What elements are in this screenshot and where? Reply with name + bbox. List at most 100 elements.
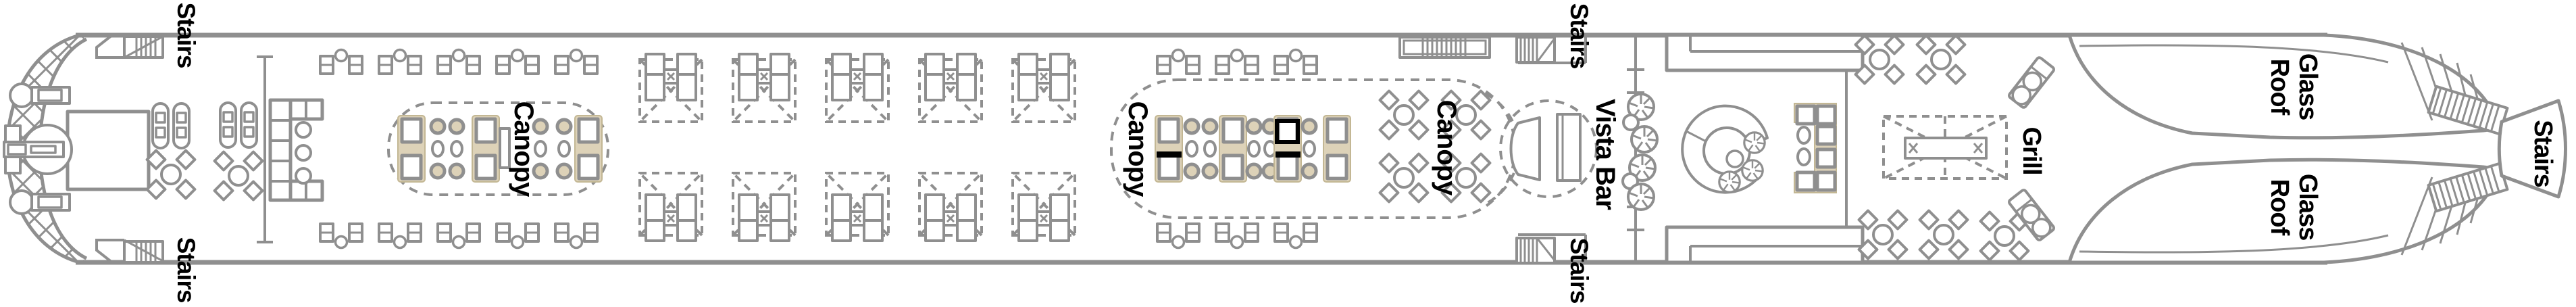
- planter: [1622, 114, 1640, 131]
- label-glass-roof-bottom-1: Glass: [2294, 174, 2322, 241]
- round-table: [1378, 89, 1430, 141]
- label-vista-bar: Vista Bar: [1590, 99, 1620, 210]
- bow-stair-fan: [2497, 99, 2567, 199]
- vista-bar: [1499, 99, 1598, 198]
- table-group: [1273, 48, 1318, 75]
- plant-icon: [1718, 170, 1741, 193]
- label-canopy-1: Canopy: [509, 101, 538, 197]
- table-group: [1156, 48, 1201, 75]
- booth-bench: [1155, 116, 1182, 182]
- canopy-area-1: [387, 101, 609, 196]
- bar-stool: [295, 144, 312, 162]
- round-bar: [1681, 104, 1769, 194]
- label-canopy-3: Canopy: [1432, 100, 1461, 196]
- deck-structures: [1665, 33, 1865, 264]
- lounger-group: [638, 53, 703, 123]
- round-table: [1857, 209, 1909, 260]
- label-stairs-aft-top: Stairs: [172, 3, 200, 68]
- hull-outline: [76, 32, 2327, 265]
- side-table: [499, 127, 511, 169]
- stools: [431, 120, 445, 178]
- label-stairs-aft-bottom: Stairs: [172, 237, 200, 303]
- label-grill: Grill: [2017, 126, 2046, 174]
- table-group: [554, 222, 599, 250]
- label-glass-roof-bottom-2: Roof: [2265, 179, 2294, 236]
- sun-loungers-starboard: [638, 172, 1076, 242]
- label-glass-roof-top-1: Glass: [2294, 53, 2322, 120]
- round-table: [213, 150, 264, 202]
- booth-bench: [1219, 116, 1246, 182]
- plant-icon: [1630, 125, 1659, 154]
- stern-deckhouse: [66, 110, 151, 191]
- lounger-group: [918, 53, 983, 123]
- cafe-tables-port-row: [319, 48, 599, 75]
- round-table: [145, 149, 197, 200]
- seat-marker: [1157, 151, 1182, 158]
- lounger-group: [825, 172, 890, 242]
- label-stairs-bow: Stairs: [2529, 120, 2557, 187]
- stools: [1247, 120, 1261, 178]
- seat-marker: [1275, 119, 1300, 144]
- plant-icon: [1741, 159, 1764, 182]
- stairs-bow: [2427, 85, 2567, 213]
- table-group: [1215, 48, 1259, 75]
- lounger-group: [732, 53, 797, 123]
- table-group: [1156, 222, 1201, 250]
- stairs-mid-bottom: [1515, 233, 1587, 264]
- table-group: [319, 48, 363, 75]
- planter-railing: [1621, 35, 1659, 262]
- stools: [557, 120, 571, 178]
- dining-table: [219, 101, 258, 149]
- labels: Stairs Stairs Canopy Canopy Canopy Stair…: [172, 3, 2557, 304]
- stairs-mid-top: [1398, 35, 1587, 64]
- sun-loungers-port: [638, 53, 1076, 123]
- winch-drum: [9, 82, 34, 108]
- label-stairs-mid-bottom: Stairs: [1565, 238, 1593, 304]
- stool: [1796, 147, 1811, 166]
- label-stairs-mid-top: Stairs: [1565, 3, 1593, 69]
- grill-station: [1882, 115, 2008, 180]
- bar-counter: [1556, 113, 1582, 182]
- booth-bench: [472, 116, 499, 182]
- angled-bench: [2006, 55, 2056, 110]
- glass-roof-starboard: [2067, 158, 2498, 264]
- seat-marker: [1276, 151, 1300, 158]
- round-table: [1378, 152, 1430, 204]
- round-table: [1918, 209, 1969, 260]
- table-group: [378, 48, 422, 75]
- stairs-aft-top: [123, 35, 164, 59]
- table-group: [495, 48, 540, 75]
- stools: [1203, 120, 1217, 178]
- lounger-group: [732, 172, 797, 242]
- table-group: [319, 222, 363, 250]
- lounge-sofa-group: [1794, 103, 1837, 193]
- plant-icon: [1627, 183, 1655, 211]
- stool: [1796, 126, 1811, 145]
- lounger-group: [1011, 172, 1076, 242]
- aft-bar-counter: [257, 55, 324, 243]
- label-canopy-2: Canopy: [1123, 101, 1153, 197]
- booth-bench: [398, 116, 425, 182]
- table-group: [554, 48, 599, 75]
- stern-dining-tables: [145, 101, 264, 202]
- table-group: [436, 48, 481, 75]
- round-table: [1915, 34, 1967, 85]
- glass-roof-port: [2067, 33, 2498, 140]
- stools: [450, 120, 463, 178]
- booth-bench: [575, 116, 602, 182]
- stairs-aft-bottom: [123, 239, 164, 264]
- bar-stool: [295, 121, 312, 139]
- stools: [1303, 120, 1316, 178]
- bar-stool: [295, 167, 312, 185]
- bar-counter: [1509, 116, 1541, 181]
- dining-table: [151, 102, 191, 149]
- lounger-group: [638, 172, 703, 242]
- label-glass-roof-top-2: Roof: [2265, 59, 2294, 116]
- lounger-group: [1011, 53, 1076, 123]
- lounger-group: [825, 53, 890, 123]
- lounger-group: [918, 172, 983, 242]
- plant-icon: [1743, 131, 1766, 154]
- cafe-tables-mid-port: [1156, 48, 1318, 75]
- cafe-tables-starboard-row: [319, 222, 599, 250]
